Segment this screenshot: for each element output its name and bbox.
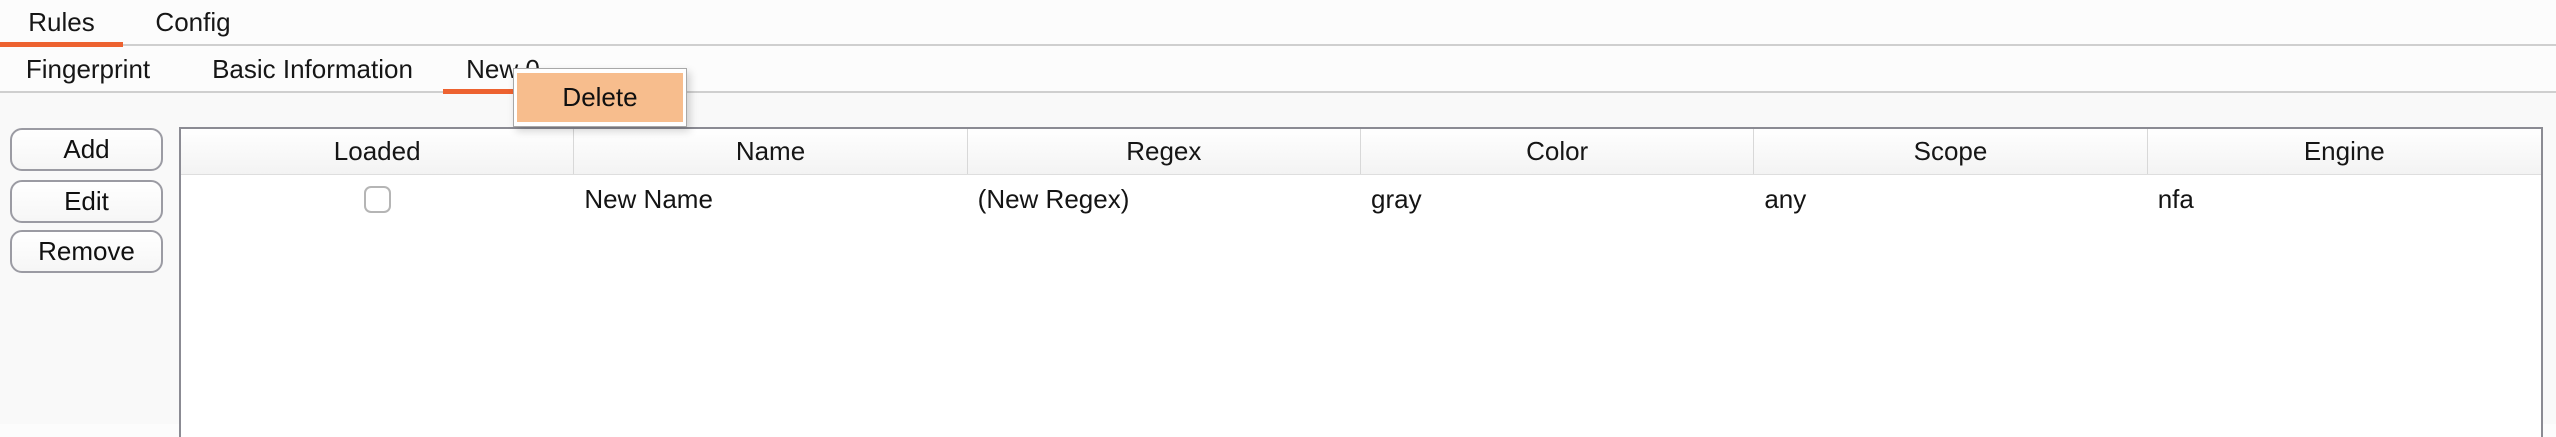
table-header-row: Loaded Name Regex Color Scope Engine [181,129,2541,175]
tab-rules[interactable]: Rules [28,7,95,37]
tab-basic-information[interactable]: Basic Information [212,54,413,84]
column-header-color[interactable]: Color [1361,129,1755,174]
loaded-cell [181,175,574,223]
primary-tab-bar: Rules Config [0,0,2556,45]
loaded-checkbox[interactable] [364,185,392,213]
tab-fingerprint[interactable]: Fingerprint [25,54,151,84]
secondary-tab-bar: Fingerprint Basic Information New 0 [0,47,2556,92]
engine-cell[interactable]: nfa [2157,183,2194,214]
column-header-regex[interactable]: Regex [968,129,1361,174]
rules-tab-active-underline [0,42,123,47]
new-0-tab-active-underline [443,89,555,94]
edit-button[interactable]: Edit [10,180,163,223]
column-header-engine[interactable]: Engine [2303,136,2385,166]
color-cell[interactable]: gray [1371,183,1422,214]
column-header-loaded[interactable]: Loaded [181,129,575,174]
scope-cell[interactable]: any [1764,183,1807,214]
table-row[interactable]: New Name (New Regex) gray any nfa [181,175,2541,223]
name-cell[interactable]: New Name [584,183,713,214]
context-menu-item-delete[interactable]: Delete [517,73,683,122]
primary-tab-divider [0,44,2556,46]
tab-config[interactable]: Config [155,7,231,37]
add-button[interactable]: Add [10,128,163,171]
column-header-name[interactable]: Name [574,129,968,174]
secondary-tab-divider [0,91,2556,93]
column-header-scope[interactable]: Scope [1754,129,2148,174]
context-menu: Delete [513,68,687,127]
rules-table: Loaded Name Regex Color Scope Engine New… [179,127,2543,437]
regex-cell[interactable]: (New Regex) [977,183,1130,214]
remove-button[interactable]: Remove [10,230,163,273]
